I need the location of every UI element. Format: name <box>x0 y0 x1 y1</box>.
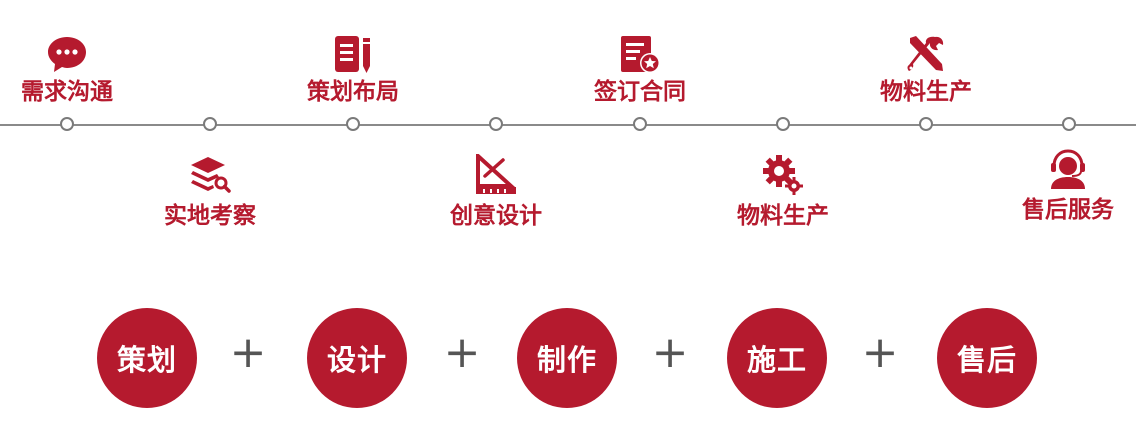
step-planning-layout: 策划布局 <box>273 34 433 106</box>
layers-search-icon <box>191 157 231 193</box>
step-label: 物料生产 <box>737 203 829 229</box>
timeline-dot <box>919 117 933 131</box>
plus-sign: + <box>651 327 689 378</box>
step-material-production-upper: 物料生产 <box>846 34 1006 106</box>
document-pen-icon <box>335 36 370 73</box>
step-label: 签订合同 <box>594 79 686 105</box>
chat-bubble-icon <box>48 37 86 72</box>
timeline-dot <box>60 117 74 131</box>
stage-label: 制作 <box>536 343 597 377</box>
step-label: 实地考察 <box>164 203 256 229</box>
stage-production: 制作 <box>517 308 617 408</box>
timeline-dot <box>346 117 360 131</box>
timeline-dot <box>489 117 503 131</box>
drafting-triangle-icon <box>476 154 517 194</box>
step-site-survey: 实地考察 <box>130 154 290 230</box>
plus-sign: + <box>229 327 267 378</box>
tools-icon <box>907 36 944 71</box>
gears-icon <box>763 155 803 195</box>
timeline-dot <box>1062 117 1076 131</box>
plus-sign: + <box>861 327 899 378</box>
stage-planning: 策划 <box>97 308 197 408</box>
step-creative-design: 创意设计 <box>416 154 576 230</box>
timeline-line <box>0 124 1136 126</box>
step-label: 需求沟通 <box>21 79 113 105</box>
step-material-production-lower: 物料生产 <box>703 154 863 230</box>
stage-label: 设计 <box>326 343 387 377</box>
stage-design: 设计 <box>307 308 407 408</box>
stage-after-sales: 售后 <box>937 308 1037 408</box>
step-after-sales-service: 售后服务 <box>988 148 1136 224</box>
step-label: 策划布局 <box>307 79 399 105</box>
step-requirement-communication: 需求沟通 <box>0 34 147 106</box>
stage-construction: 施工 <box>727 308 827 408</box>
contract-star-icon <box>621 36 660 73</box>
timeline-dot <box>776 117 790 131</box>
step-label: 创意设计 <box>450 203 542 229</box>
timeline-dot <box>633 117 647 131</box>
stage-label: 售后 <box>956 343 1017 377</box>
step-sign-contract: 签订合同 <box>560 34 720 106</box>
stage-label: 策划 <box>116 343 177 377</box>
customer-service-icon <box>1051 149 1085 189</box>
timeline-dot <box>203 117 217 131</box>
step-label: 物料生产 <box>880 79 972 105</box>
step-label: 售后服务 <box>1022 197 1114 223</box>
stage-label: 施工 <box>746 343 807 377</box>
plus-sign: + <box>443 327 481 378</box>
